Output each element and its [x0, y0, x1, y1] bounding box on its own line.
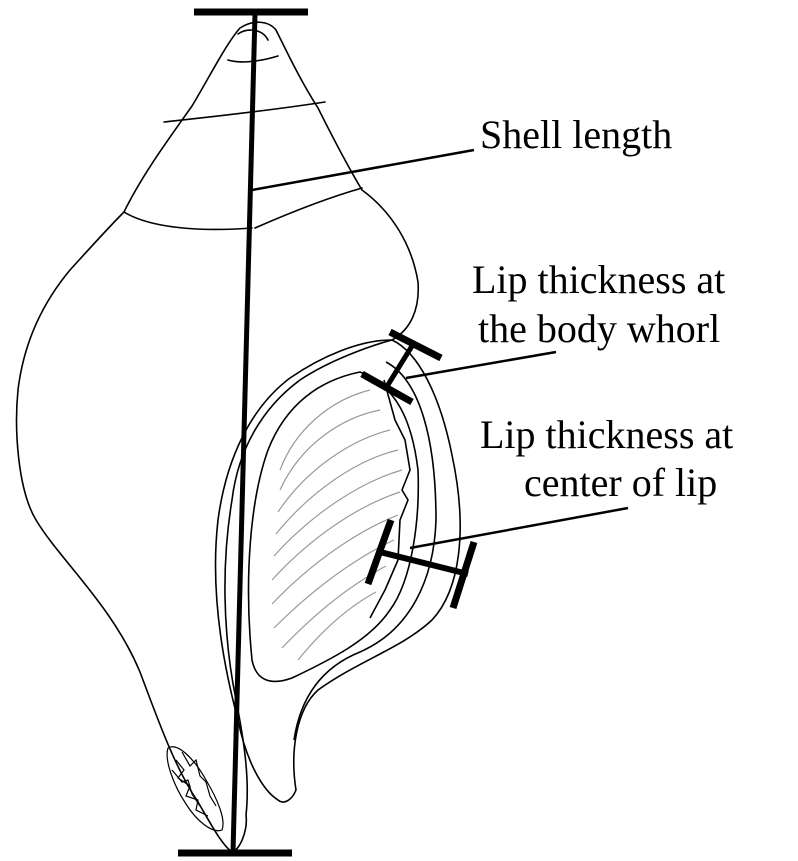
leader-lip-body [406, 352, 556, 378]
aperture-outline [215, 340, 460, 802]
shell-length-measure [178, 12, 308, 853]
lip-body-whorl-measure [362, 332, 441, 402]
label-lip-body-whorl-line2: the body whorl [478, 306, 720, 352]
shell-length-axis [233, 14, 255, 852]
label-lip-body-whorl-line1: Lip thickness at [472, 257, 725, 303]
shell-outline [17, 22, 419, 852]
leader-lip-center [410, 508, 628, 548]
label-shell-length: Shell length [480, 112, 672, 158]
lip-center-measure [368, 520, 474, 608]
label-lip-center-line1: Lip thickness at [480, 412, 733, 458]
label-lip-center-line2: center of lip [524, 460, 717, 506]
leader-shell-length [252, 150, 474, 190]
